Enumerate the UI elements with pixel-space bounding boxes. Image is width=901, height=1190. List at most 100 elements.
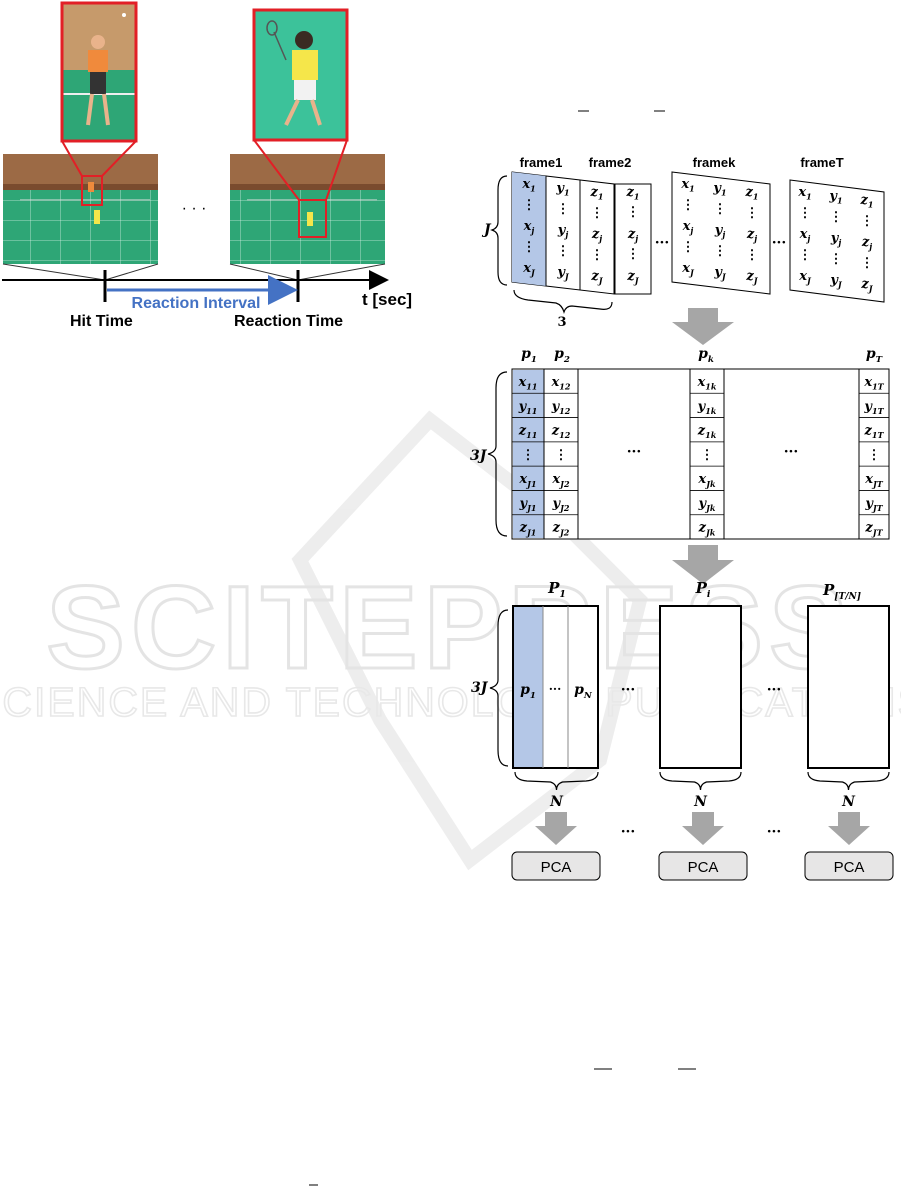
big-arrow-2 [672, 545, 734, 584]
frame2-cell: ⋮ [627, 247, 640, 262]
pose-header: pk [698, 346, 714, 365]
frameT-cell: z1 [860, 193, 874, 210]
frameT-sheet [789, 179, 885, 303]
pose-col-p1-cell: zJ1 [519, 521, 537, 538]
big-arrow-1 [672, 308, 734, 345]
frame2-cell: ⋮ [627, 205, 640, 220]
segment-brace [489, 609, 509, 767]
court-photo-reaction [230, 154, 385, 264]
segment-inner-pN: pN [574, 682, 593, 701]
frameT-cell: zj [861, 235, 872, 252]
segment-inner-dots: ··· [549, 682, 562, 696]
pose-col-pk-cell: zJk [698, 521, 716, 538]
framek-cell: xJ [681, 261, 695, 278]
frames-ellipsis: · · · [182, 200, 207, 217]
j-label: J [481, 222, 492, 238]
segment-P1-highlight [514, 607, 543, 767]
pose-col-pT-cell: x1T [863, 375, 884, 392]
pca-label: PCA [834, 859, 865, 876]
pose-brace [487, 371, 508, 537]
segment-dots: ··· [621, 682, 636, 698]
pose-col-pk-cell: z1k [697, 424, 717, 441]
segment-inner-p1: p1 [520, 682, 536, 701]
frame1-cell: ⋮ [591, 248, 604, 263]
pose-col-pk-cell: ⋮ [701, 448, 714, 463]
pose-col1-highlight [513, 370, 544, 538]
pca-label: PCA [688, 859, 719, 876]
frame1-highlight [512, 172, 546, 286]
pose-col-pk-cell: yJk [698, 496, 716, 513]
three-brace [513, 289, 613, 315]
frame2-cell: z1 [626, 185, 640, 202]
frameT-cell: y1 [828, 189, 842, 206]
frameT-cell: ⋮ [861, 214, 874, 229]
framek-cell: ⋮ [682, 198, 695, 213]
frame1-cell: xJ [522, 261, 536, 278]
pose-col-p2-cell: yJ2 [552, 496, 570, 513]
pose-matrix: x11y11z11⋮xJ1yJ1zJ1x12y12z12⋮xJ2yJ2zJ2x1… [470, 346, 890, 540]
pose-col-p1-cell: yJ1 [519, 496, 537, 513]
frame1-cell: ⋮ [557, 202, 570, 217]
pose-col-p1-cell: z11 [518, 424, 538, 441]
frameT-cell: ⋮ [799, 206, 812, 221]
segment-header-Pi: Pi [695, 579, 711, 600]
frame1-cell: ⋮ [591, 206, 604, 221]
pca-arrow [828, 812, 870, 845]
frameT-cell: x1 [797, 185, 811, 202]
frame1-cell: y1 [555, 181, 569, 198]
segment-header-PTN: P[T/N] [822, 581, 861, 602]
n-label: N [549, 794, 564, 810]
pca-box [658, 851, 748, 881]
pose-col-p2-cell: xJ2 [551, 472, 570, 489]
pose-col-p2-cell: zJ2 [552, 521, 570, 538]
watermark-sub: SCIENCE AND TECHNOLOGY PUBLICATIONS [0, 679, 901, 725]
frameT-cell: ⋮ [861, 256, 874, 271]
segment-header-P1: P1 [547, 579, 566, 600]
frame-label: framek [693, 155, 736, 170]
pose-dots: ··· [627, 444, 642, 460]
pose-col-pk-cell: xJk [697, 472, 716, 489]
pose-col-pT-cell: z1T [864, 424, 885, 441]
framek-cell: zj [746, 227, 757, 244]
n-label: N [841, 794, 856, 810]
pose-col-pk-cell: x1k [697, 375, 717, 392]
pose-col-pT-cell: zJT [864, 521, 883, 538]
frame-label: frameT [800, 155, 843, 170]
framek-cell: zJ [745, 269, 758, 286]
framek-cell: ⋮ [746, 206, 759, 221]
framek-sheet [671, 171, 771, 295]
pca-dots: ··· [621, 824, 636, 840]
framek-cell: ⋮ [714, 244, 727, 259]
frameT-cell: xj [799, 227, 811, 244]
frame2-sheet [614, 183, 652, 295]
segment-dots: ··· [767, 682, 782, 698]
pose-col-p1-cell: ⋮ [522, 448, 535, 463]
frame2-cell: zj [627, 227, 638, 244]
zoom-box-reaction [252, 8, 349, 142]
frames-dots: ··· [655, 235, 670, 251]
framek-cell: ⋮ [714, 202, 727, 217]
pose-col-p2-cell: z12 [551, 424, 571, 441]
small-box-reaction [298, 199, 327, 238]
pca-arrow [682, 812, 724, 845]
pose-col-pT-cell: xJT [864, 472, 884, 489]
segment-row-label: 3J [471, 680, 489, 696]
pca-dots: ··· [767, 824, 782, 840]
framek-cell: yj [714, 223, 726, 240]
axis-label: t [sec] [362, 290, 412, 309]
frameT-cell: xJ [798, 269, 812, 286]
frame1-cell: x1 [521, 177, 535, 194]
zoom-photo-hit [62, 3, 136, 141]
frameT-cell: zJ [860, 277, 873, 294]
small-box-hit [81, 175, 103, 206]
pca-arrow [535, 812, 577, 845]
framek-cell: x1 [680, 177, 694, 194]
pose-dots: ··· [784, 444, 799, 460]
zoom-photo-reaction [254, 10, 347, 140]
hit-time-label: Hit Time [70, 313, 133, 330]
pose-col-p2-cell: y12 [551, 399, 571, 416]
pose-col-p2-cell: ⋮ [555, 448, 568, 463]
segment-Pi-frame [659, 605, 742, 769]
